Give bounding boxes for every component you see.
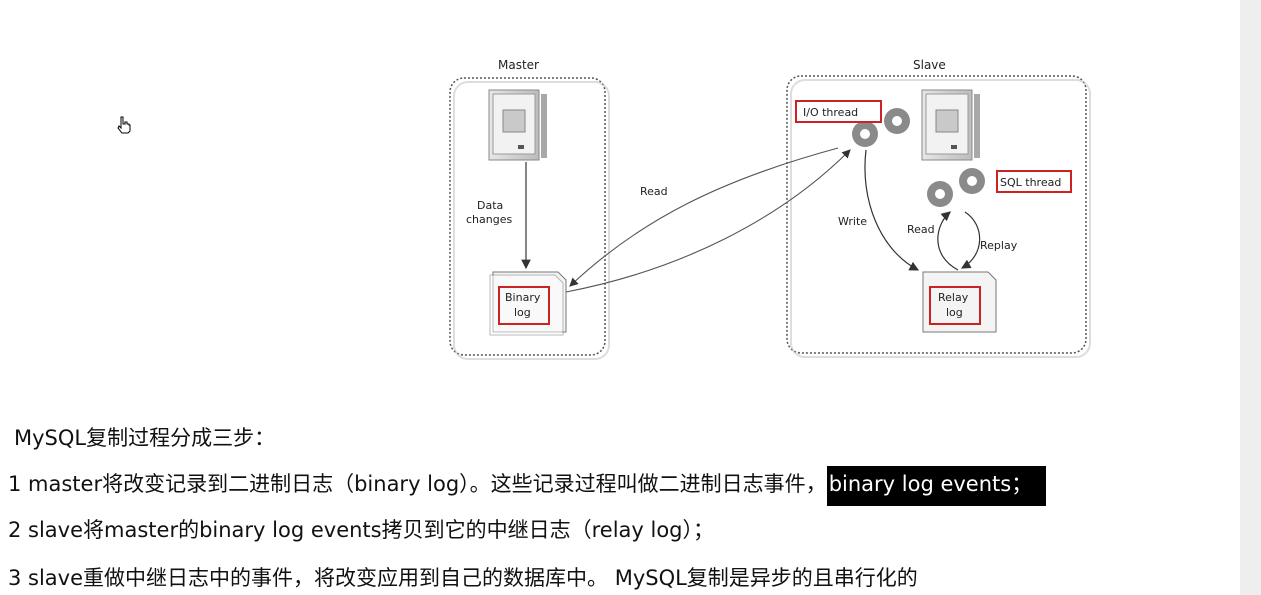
relay-log-icon: Relay log (922, 271, 997, 333)
step-1-highlight: binary log events； (826, 466, 1047, 506)
io-thread-box (795, 100, 882, 123)
sql-read-label: Read (907, 223, 935, 236)
step-1: 1 master将改变记录到二进制日志（binary log）。这些记录过程叫做… (8, 466, 1047, 506)
data-changes-label-2: changes (466, 213, 512, 226)
slave-title: Slave (913, 58, 946, 72)
read-return-arrow (565, 149, 851, 293)
master-title: Master (498, 58, 539, 72)
step-3: 3 slave重做中继日志中的事件，将改变应用到自己的数据库中。 MySQL复制… (8, 566, 918, 590)
read-request-arrow (569, 147, 839, 287)
data-changes-label-1: Data (477, 199, 503, 212)
io-thread-label: I/O thread (803, 106, 858, 119)
explanation-title: MySQL复制过程分成三步： (14, 426, 276, 450)
replay-label: Replay (980, 239, 1018, 252)
relay-log-label-1: Relay (938, 291, 969, 304)
io-thread-gear-icon (852, 108, 910, 147)
slave-server-icon (921, 89, 980, 161)
write-label: Write (838, 215, 867, 228)
step-2: 2 slave将master的binary log events拷贝到它的中继日… (8, 518, 715, 542)
read-label: Read (640, 185, 668, 198)
replay-arrow (960, 211, 981, 269)
binary-log-label-2: log (514, 306, 531, 319)
replication-diagram: Master Slave Data changes (449, 58, 1091, 360)
hand-cursor-icon (117, 116, 131, 134)
sql-thread-gear-icon (927, 168, 985, 207)
write-arrow (864, 149, 920, 271)
binary-log-label-1: Binary (505, 291, 541, 304)
page-edge (1240, 0, 1261, 595)
master-server-icon (488, 89, 547, 161)
binary-log-icon: Binary log (489, 271, 567, 336)
sql-thread-box (996, 170, 1072, 193)
sql-read-arrow (937, 211, 959, 271)
step-1-text: 1 master将改变记录到二进制日志（binary log）。这些记录过程叫做… (8, 472, 827, 496)
sql-thread-label: SQL thread (1000, 176, 1061, 189)
relay-log-label-2: log (946, 306, 963, 319)
